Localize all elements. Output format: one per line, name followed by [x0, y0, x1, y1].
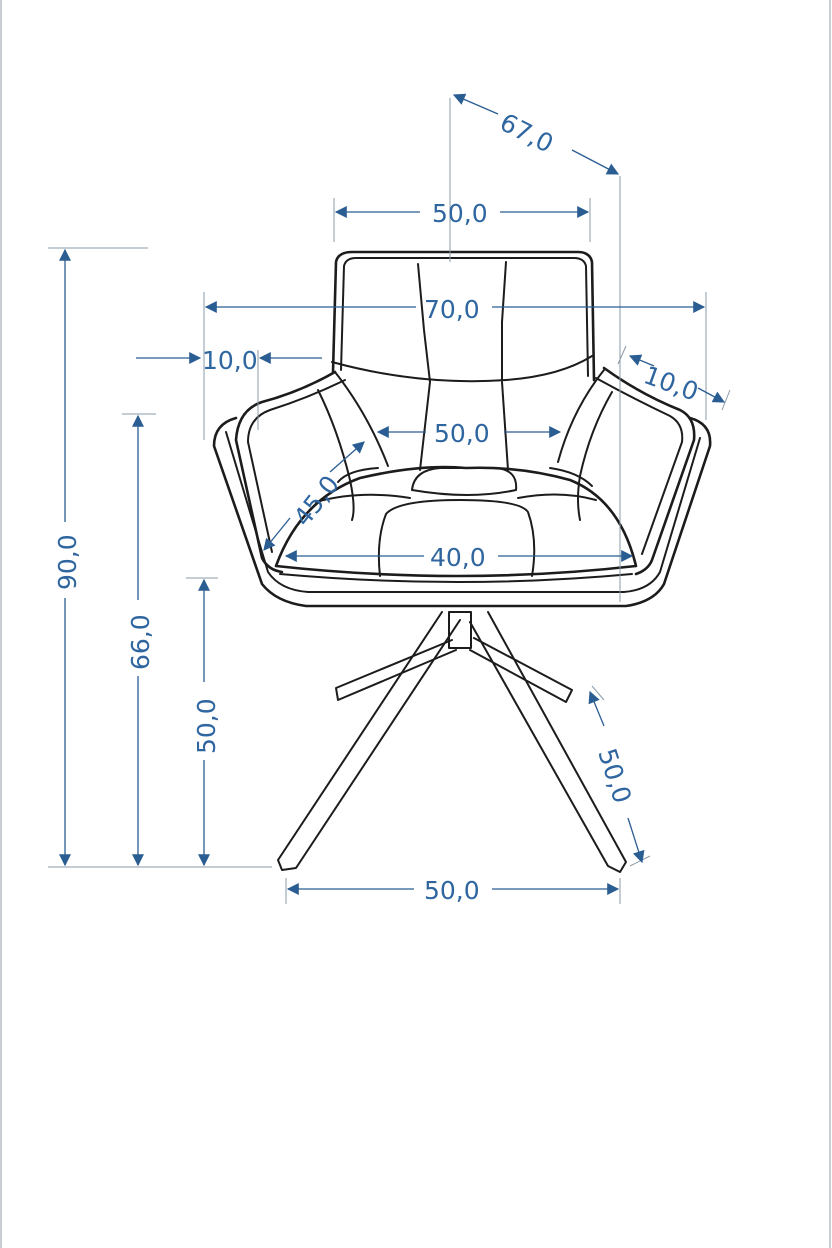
dim-seat-inner-width: 40,0 [284, 543, 634, 572]
dim-armrest-width-label: 10,0 [202, 346, 258, 375]
swivel-post [448, 611, 472, 649]
dimension-layer: 67,0 50,0 70,0 10,0 10,0 [48, 93, 731, 905]
dim-seat-height: 50,0 [192, 578, 221, 867]
dim-armrest-width: 10,0 [136, 346, 322, 375]
dim-depth-overall: 67,0 [452, 93, 620, 175]
leg-rear-right [469, 637, 573, 703]
dim-armrest-depth-label: 10,0 [640, 360, 702, 406]
dim-overall-width-label: 70,0 [424, 295, 480, 324]
dim-armrest-height: 66,0 [126, 414, 155, 867]
dim-seat-width-label: 50,0 [434, 419, 490, 448]
dim-base-depth: 50,0 [588, 690, 645, 864]
chair-armrest-right [557, 366, 696, 576]
dim-depth-overall-label: 67,0 [495, 108, 558, 159]
dim-base-width-label: 50,0 [424, 876, 480, 905]
dim-seat-width: 50,0 [376, 419, 562, 448]
dim-seat-height-label: 50,0 [192, 698, 221, 754]
dim-base-depth-label: 50,0 [592, 745, 637, 807]
dim-armrest-height-label: 66,0 [126, 614, 155, 670]
dim-backrest-width: 50,0 [334, 199, 590, 228]
chair-shell [212, 416, 712, 608]
chair-drawing [212, 250, 712, 873]
chair-armrest-left [234, 370, 389, 574]
dim-armrest-depth: 10,0 [628, 354, 726, 407]
dim-total-height-label: 90,0 [53, 534, 82, 590]
dim-overall-width: 70,0 [204, 295, 706, 324]
dim-base-width: 50,0 [286, 876, 620, 905]
chair-seat [274, 465, 638, 583]
dim-seat-depth-label: 45,0 [288, 470, 345, 532]
dim-total-height: 90,0 [53, 248, 82, 867]
leg-front-left [277, 611, 461, 871]
leg-front-right [469, 611, 627, 873]
chair-base [277, 611, 627, 873]
leg-rear-left [335, 639, 457, 701]
dim-backrest-width-label: 50,0 [432, 199, 488, 228]
dim-seat-inner-width-label: 40,0 [430, 543, 486, 572]
chair-backrest [331, 250, 596, 471]
